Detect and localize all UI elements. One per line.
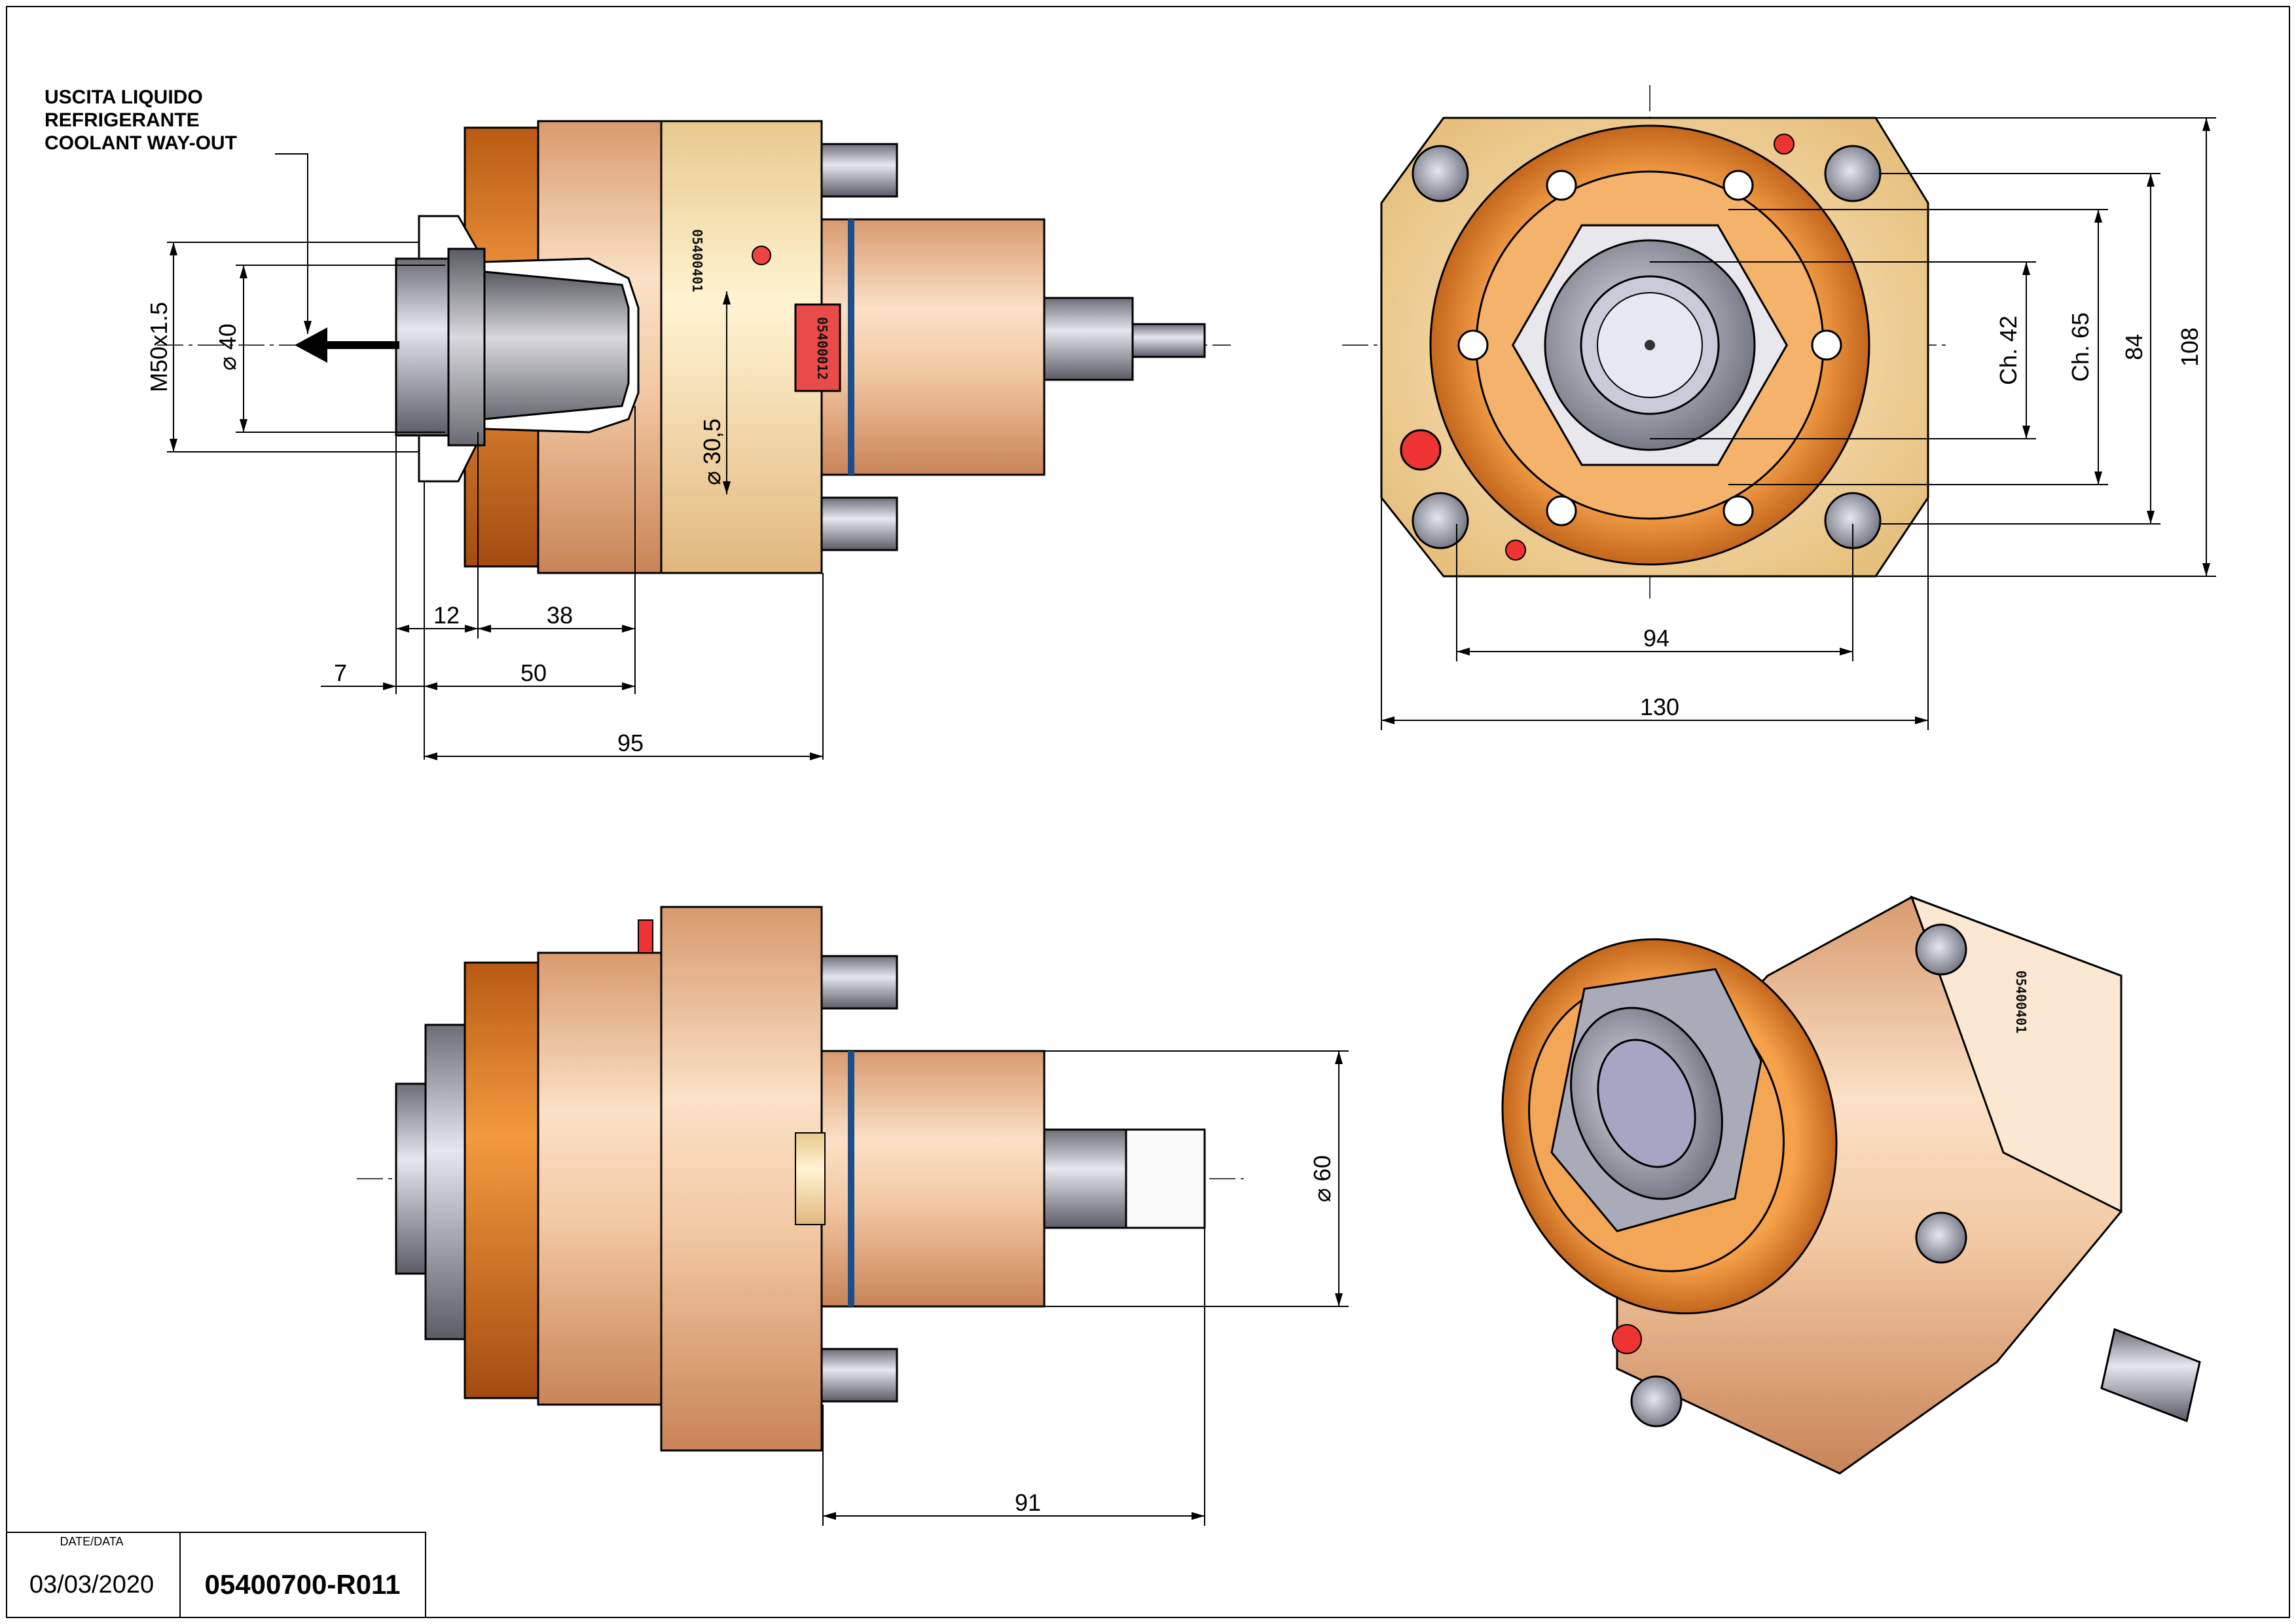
dim-94-text: 94 (1643, 625, 1669, 652)
front-rear-housing (820, 218, 1046, 476)
side-red-plug (638, 919, 653, 953)
front-red-screw (752, 246, 771, 265)
side-bolt-top (820, 955, 898, 1010)
side-orange-flange (464, 961, 541, 1399)
end-screw-3 (1457, 329, 1489, 361)
side-shaft (1043, 1128, 1127, 1229)
dim-d60-text: ⌀ 60 (1309, 1155, 1336, 1202)
side-rear-housing (820, 1050, 1046, 1308)
dim-ch42-text: Ch. 42 (1995, 316, 2022, 385)
dim-d30-text: ⌀ 30,5 (699, 418, 725, 485)
title-block: DATE/DATA 03/03/2020 05400700-R011 (6, 1532, 426, 1618)
front-oring (848, 219, 854, 475)
front-cone (483, 270, 630, 420)
dim-84-text: 84 (2121, 334, 2147, 360)
front-collet (447, 248, 486, 447)
front-shaft (1043, 297, 1134, 381)
front-bolt-bottom (820, 496, 898, 551)
iso-block-top (1910, 895, 2123, 1213)
end-screw-6 (1722, 495, 1754, 526)
iso-bolt-2 (1915, 1211, 1967, 1264)
end-red-dot-bottom (1505, 540, 1526, 561)
iso-engraving: 05400401 (2013, 970, 2029, 1033)
iso-collet-bore (1597, 1039, 1696, 1168)
dim-108-text: 108 (2176, 327, 2203, 367)
side-oring (848, 1051, 854, 1306)
coolant-arrow-icon (295, 327, 327, 363)
front-section-view: 05400012 05400401 USCITA LIQUIDO REFRIGE… (45, 86, 1231, 760)
front-collet-nut (395, 257, 450, 437)
dim-ch65-text: Ch. 65 (2067, 312, 2094, 382)
dim-38-text: 38 (547, 602, 573, 629)
end-bolt-tl (1412, 145, 1469, 202)
iso-bolt-1 (1915, 923, 1967, 976)
end-center-dot (1645, 340, 1655, 350)
isometric-view: 05400401 (1501, 895, 2201, 1475)
end-view: Ch. 42 Ch. 65 84 108 94 130 (1342, 85, 2216, 730)
end-red-dot-top (1774, 134, 1795, 155)
iso-red-plug (1612, 1324, 1642, 1354)
dim-12-text: 12 (433, 602, 460, 629)
dim-130-text: 130 (1640, 693, 1679, 720)
end-screw-2 (1722, 170, 1754, 201)
dim-7-text: 7 (334, 659, 347, 686)
note-line-1: USCITA LIQUIDO (45, 86, 203, 108)
sheet-border (6, 6, 2290, 1618)
front-shaft-tang (1131, 323, 1206, 358)
date-value: 03/03/2020 (29, 1571, 154, 1598)
end-screw-4 (1811, 329, 1842, 361)
date-label: DATE/DATA (60, 1535, 123, 1548)
title-block-frame (6, 1532, 426, 1618)
dim-thread-text: M50x1.5 (145, 302, 172, 392)
side-collar (424, 1024, 466, 1340)
end-bolt-tr (1824, 145, 1882, 202)
front-red-key (794, 303, 841, 392)
front-block-engraving: 05400401 (689, 229, 705, 292)
note-line-3: COOLANT WAY-OUT (45, 132, 237, 154)
side-shaft-tang (1125, 1128, 1206, 1229)
dim-91-text: 91 (1015, 1489, 1041, 1516)
iso-shaft (2100, 1327, 2201, 1423)
dim-95-text: 95 (617, 729, 644, 756)
end-screw-5 (1546, 495, 1577, 526)
front-bolt-top (820, 143, 898, 198)
coolant-leader (275, 153, 312, 334)
end-screw-1 (1546, 170, 1577, 201)
drawing-code: 05400700-R011 (205, 1569, 401, 1600)
note-line-2: REFRIGERANTE (45, 109, 200, 131)
end-red-plug (1400, 429, 1442, 471)
side-view: ⌀ 60 91 (357, 906, 1349, 1526)
dim-d40-text: ⌀ 40 (214, 323, 241, 371)
dim-50-text: 50 (520, 659, 547, 686)
end-bolt-bl (1412, 492, 1469, 549)
side-bolt-bottom (820, 1348, 898, 1403)
side-key (795, 1132, 826, 1225)
side-main-body (537, 951, 664, 1406)
front-key-engraving: 05400012 (814, 317, 830, 380)
iso-bolt-3 (1630, 1375, 1683, 1428)
